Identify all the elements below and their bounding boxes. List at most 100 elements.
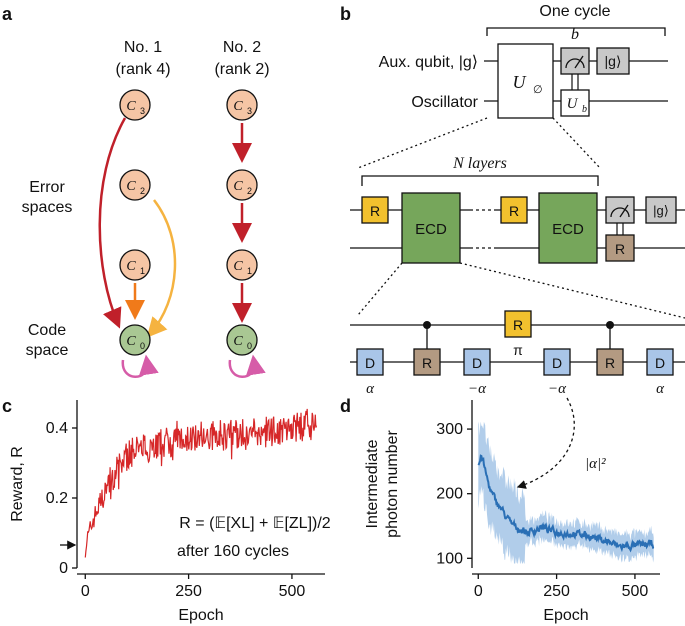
x-tick-label: 0 xyxy=(474,583,483,600)
svg-text:3: 3 xyxy=(140,106,145,116)
u-b-box xyxy=(560,89,590,117)
r-box-feedback xyxy=(605,234,635,262)
col2-title: No. 2 xyxy=(223,39,261,56)
panel-b-label: b xyxy=(340,4,351,24)
svg-text:R: R xyxy=(422,355,432,371)
u-theta-box xyxy=(497,43,554,119)
x-tick-label: 500 xyxy=(279,583,306,600)
y-tick-label: 0.2 xyxy=(46,490,68,507)
svg-text:3: 3 xyxy=(247,106,252,116)
x-tick-label: 500 xyxy=(622,583,649,600)
svg-text:C: C xyxy=(126,99,136,114)
chart-d-band xyxy=(478,421,654,564)
r-box-layerN xyxy=(500,196,528,224)
svg-text:D: D xyxy=(472,355,482,371)
svg-text:−α: −α xyxy=(468,381,487,397)
col1-rank: (rank 4) xyxy=(115,61,170,78)
y-axis-label: Reward, R xyxy=(9,446,26,522)
alpha-sq-arrow xyxy=(516,397,575,489)
d-box-4 xyxy=(646,348,674,376)
svg-text:π: π xyxy=(513,342,523,358)
panel-a-label: a xyxy=(2,4,13,24)
svg-text:0: 0 xyxy=(247,341,252,351)
col2-rank: (rank 2) xyxy=(214,61,269,78)
code-space-label-1: Code xyxy=(28,322,66,339)
svg-text:b: b xyxy=(582,104,587,115)
r-pi-box xyxy=(504,310,532,338)
ecd-box-layerN xyxy=(538,192,598,264)
alpha-sq-label: |α|² xyxy=(585,456,606,472)
svg-text:D: D xyxy=(365,355,375,371)
one-cycle-label: One cycle xyxy=(539,3,610,20)
g-ket-top: |g⟩ xyxy=(605,53,622,69)
code-space-label-2: space xyxy=(26,342,69,359)
d-box-3 xyxy=(543,348,571,376)
svg-text:C: C xyxy=(126,259,136,274)
self-loop-c0-col2 xyxy=(228,354,266,378)
panel-b: b One cycle Aux. qubit, |g⟩ Oscillator U… xyxy=(340,3,685,397)
panel-d-label: d xyxy=(340,396,351,416)
svg-text:R: R xyxy=(509,203,519,219)
y-tick-label: 200 xyxy=(436,486,463,503)
error-spaces-label-2: spaces xyxy=(22,199,73,216)
svg-text:D: D xyxy=(655,355,665,371)
svg-text:U: U xyxy=(513,72,527,92)
svg-text:ECD: ECD xyxy=(415,221,447,238)
svg-text:1: 1 xyxy=(247,266,252,276)
panel-a: a No. 1 (rank 4) No. 2 (rank 2) Error sp… xyxy=(2,4,270,378)
svg-text:α: α xyxy=(366,381,375,397)
arrow-c2-to-c0 xyxy=(146,199,177,338)
measure-box-mid xyxy=(605,196,635,224)
panel-c-label: c xyxy=(2,396,12,416)
x-tick-label: 250 xyxy=(543,583,570,600)
svg-text:R: R xyxy=(513,317,523,333)
b-label: b xyxy=(571,26,579,43)
ecd-box-layer1 xyxy=(401,192,461,264)
d-box-1 xyxy=(356,348,384,376)
chart-c-series xyxy=(84,408,318,558)
svg-text:C: C xyxy=(233,334,243,349)
d-box-2 xyxy=(463,348,491,376)
svg-text:R: R xyxy=(605,355,615,371)
col1-title: No. 1 xyxy=(124,39,162,56)
svg-text:C: C xyxy=(126,179,136,194)
arrow-c3-to-c0 xyxy=(98,117,127,329)
y-tick-label: 0.4 xyxy=(46,420,68,437)
y-axis-label: photon number xyxy=(384,430,401,538)
x-axis-label: Epoch xyxy=(543,607,588,624)
svg-text:−α: −α xyxy=(548,381,567,397)
g-ket-box-mid xyxy=(645,196,677,224)
svg-text:U: U xyxy=(567,96,579,112)
reward-formula: R = (𝔼[XL] + 𝔼[ZL])/2 xyxy=(179,515,330,532)
svg-text:0: 0 xyxy=(140,341,145,351)
aux-qubit-label: Aux. qubit, |g⟩ xyxy=(379,54,478,71)
svg-text:C: C xyxy=(126,334,136,349)
reward-line xyxy=(84,408,318,558)
x-tick-label: 250 xyxy=(175,583,202,600)
svg-text:|g⟩: |g⟩ xyxy=(653,203,669,218)
y-tick-label: 0 xyxy=(59,560,68,577)
y-axis-label: Intermediate xyxy=(364,439,381,528)
svg-text:ECD: ECD xyxy=(552,221,584,238)
error-spaces-label-1: Error xyxy=(29,179,65,196)
svg-text:α: α xyxy=(656,381,665,397)
svg-text:C: C xyxy=(233,179,243,194)
x-tick-label: 0 xyxy=(81,583,90,600)
y-tick-label: 100 xyxy=(436,550,463,567)
chart-d-series xyxy=(477,454,655,553)
self-loop-c0-col1 xyxy=(121,354,159,378)
svg-text:1: 1 xyxy=(140,266,145,276)
svg-text:C: C xyxy=(233,99,243,114)
photon-line xyxy=(477,454,655,553)
svg-text:2: 2 xyxy=(140,186,145,196)
